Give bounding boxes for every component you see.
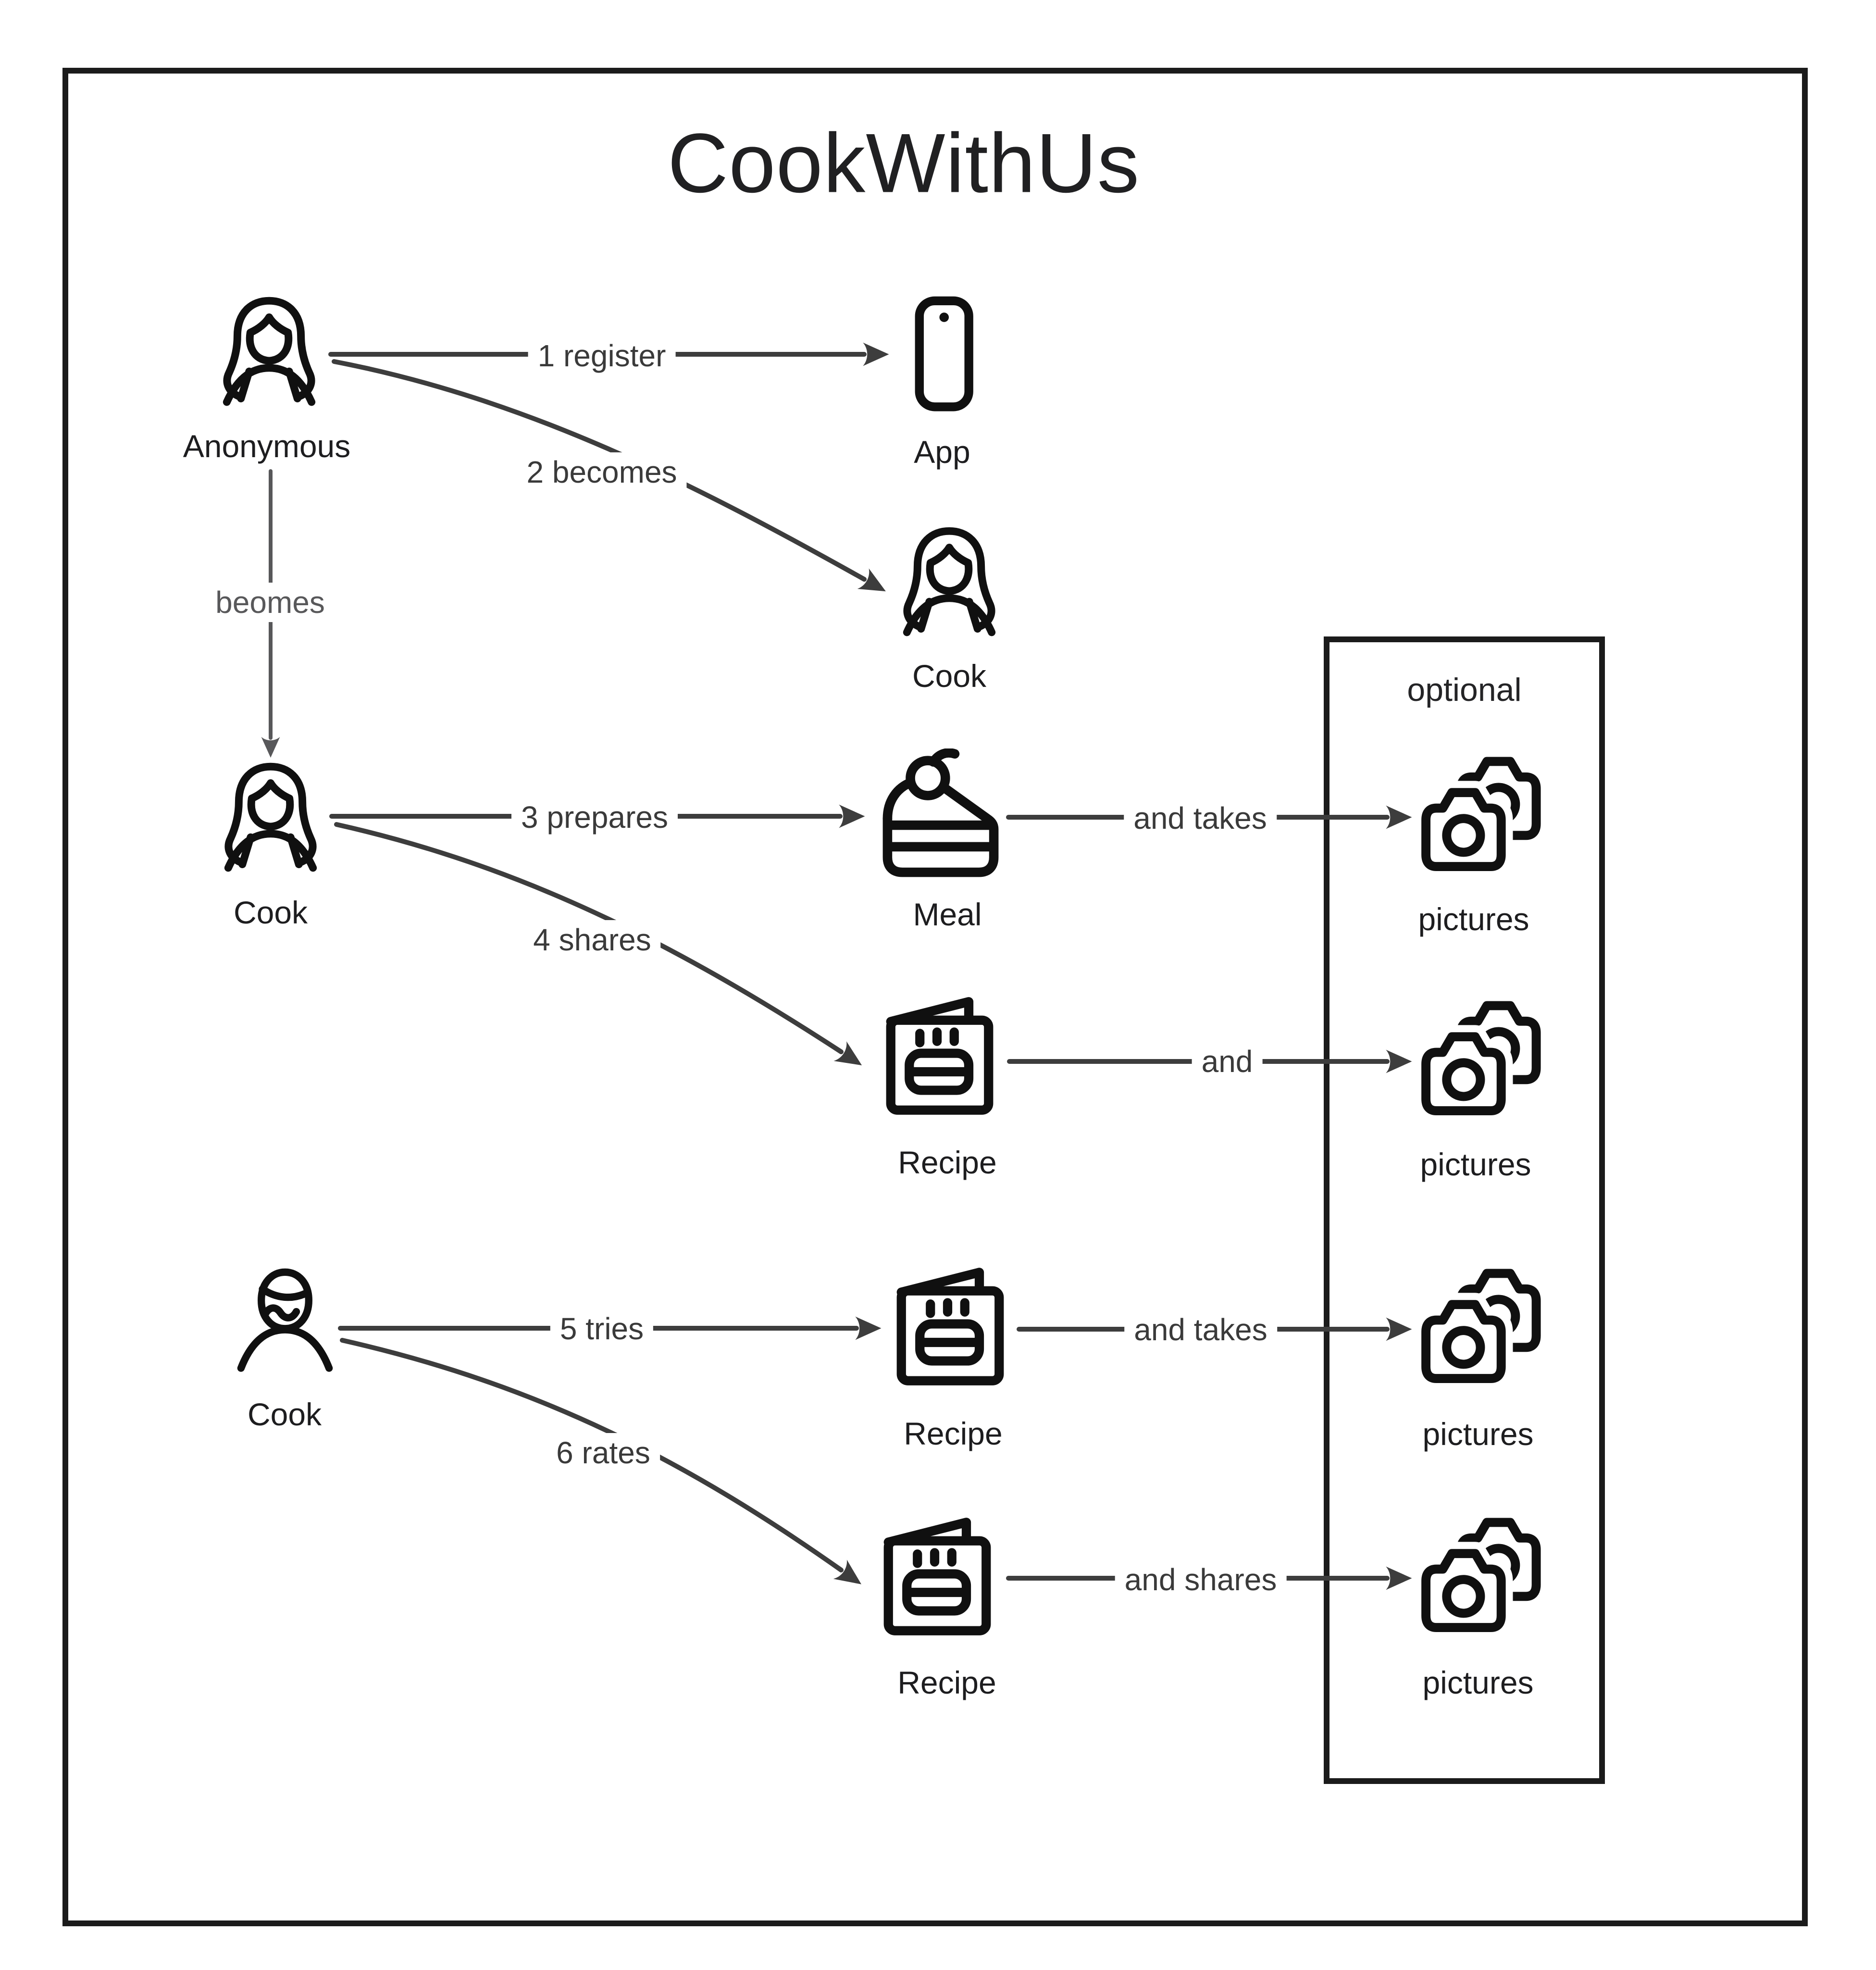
woman-user-icon (211, 293, 328, 411)
woman-user-icon (891, 523, 1008, 641)
node-label-recipe-3: Recipe (897, 1665, 996, 1700)
recipe-card-icon (883, 1263, 1018, 1396)
node-cook-3 (229, 1261, 342, 1379)
node-pictures-2 (1416, 994, 1545, 1129)
edge-label-and-1: and (1192, 1042, 1263, 1081)
node-pictures-4 (1416, 1511, 1545, 1646)
node-recipe-3 (870, 1513, 1005, 1646)
edge-label-and-takes-1: and takes (1124, 798, 1277, 838)
cameras-icon (1416, 1511, 1545, 1646)
node-label-app: App (914, 434, 970, 470)
optional-group-label: optional (1407, 672, 1522, 708)
edge-label-and-takes-2: and takes (1124, 1310, 1277, 1349)
node-label-pictures-2: pictures (1420, 1147, 1531, 1182)
node-label-pictures-1: pictures (1418, 901, 1529, 937)
woman-user-icon (212, 759, 330, 876)
smartphone-icon (904, 295, 983, 413)
recipe-card-icon (870, 1513, 1005, 1646)
node-app (904, 295, 983, 413)
cameras-icon (1416, 1262, 1545, 1396)
node-cook-2 (212, 759, 330, 876)
edge-label-tries5: 5 tries (550, 1309, 654, 1348)
node-cook-1 (891, 523, 1008, 641)
node-recipe-2 (883, 1263, 1018, 1396)
edge-becomes2-line (332, 359, 886, 592)
node-pictures-3 (1416, 1262, 1545, 1396)
optional-group-box: optional (1324, 636, 1605, 1784)
node-label-recipe-2: Recipe (904, 1416, 1003, 1451)
cameras-icon (1416, 750, 1545, 885)
node-label-pictures-3: pictures (1422, 1416, 1534, 1452)
node-meal (869, 748, 1006, 883)
edge-rates6-line (340, 1338, 862, 1584)
node-label-pictures-4: pictures (1422, 1665, 1534, 1700)
edge-shares4-line (334, 822, 862, 1066)
edge-label-becomes2: 2 becomes (517, 452, 687, 492)
node-recipe-1 (872, 993, 1007, 1125)
node-label-cook-1: Cook (912, 658, 987, 694)
edge-label-rates6: 6 rates (547, 1433, 660, 1472)
man-user-icon (229, 1261, 342, 1379)
recipe-card-icon (872, 993, 1007, 1125)
node-label-cook-3: Cook (247, 1396, 322, 1432)
diagram-title: CookWithUs (667, 116, 1140, 211)
edge-label-shares4: 4 shares (523, 920, 661, 960)
node-label-cook-2: Cook (233, 895, 308, 930)
edge-label-prepares3: 3 prepares (511, 798, 678, 837)
edge-label-beomes: beomes (206, 583, 335, 622)
edge-label-register: 1 register (528, 336, 676, 375)
node-label-recipe-1: Recipe (898, 1145, 997, 1180)
cake-slice-icon (869, 748, 1006, 883)
cameras-icon (1416, 994, 1545, 1129)
node-pictures-1 (1416, 750, 1545, 885)
node-anonymous (211, 293, 328, 411)
node-label-meal: Meal (913, 897, 982, 932)
edge-label-and-shares: and shares (1115, 1560, 1287, 1599)
node-label-anonymous: Anonymous (183, 428, 351, 464)
